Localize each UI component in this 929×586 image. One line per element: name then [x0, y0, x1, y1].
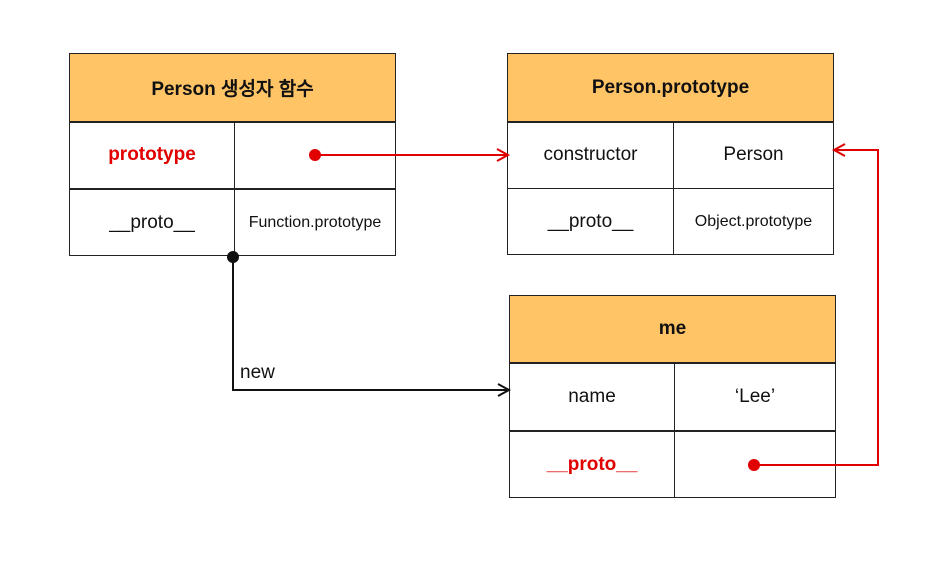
me-box: me name ‘Lee’ __proto__ [509, 295, 836, 498]
constructor-key: constructor [543, 144, 638, 165]
me-title: me [510, 296, 835, 364]
person-constructor-box: Person 생성자 함수 prototype __proto__ Functi… [69, 53, 396, 256]
proto-value [675, 432, 835, 497]
proto-value: Object.prototype [694, 212, 813, 230]
name-value: ‘Lee’ [734, 385, 776, 407]
person-constructor-title: Person 생성자 함수 [70, 54, 395, 123]
proto-key: __proto__ [547, 210, 634, 232]
proto-key: __proto__ [546, 453, 638, 475]
new-label: new [240, 362, 275, 383]
constructor-value: Person [723, 144, 784, 165]
person-prototype-title: Person.prototype [508, 54, 833, 123]
prototype-key: prototype [108, 144, 196, 165]
proto-value: Function.prototype [248, 213, 382, 231]
proto-key: __proto__ [109, 211, 195, 233]
person-prototype-box: Person.prototype constructor Person __pr… [507, 53, 834, 255]
prototype-value [235, 122, 395, 188]
name-key: name [568, 385, 616, 407]
